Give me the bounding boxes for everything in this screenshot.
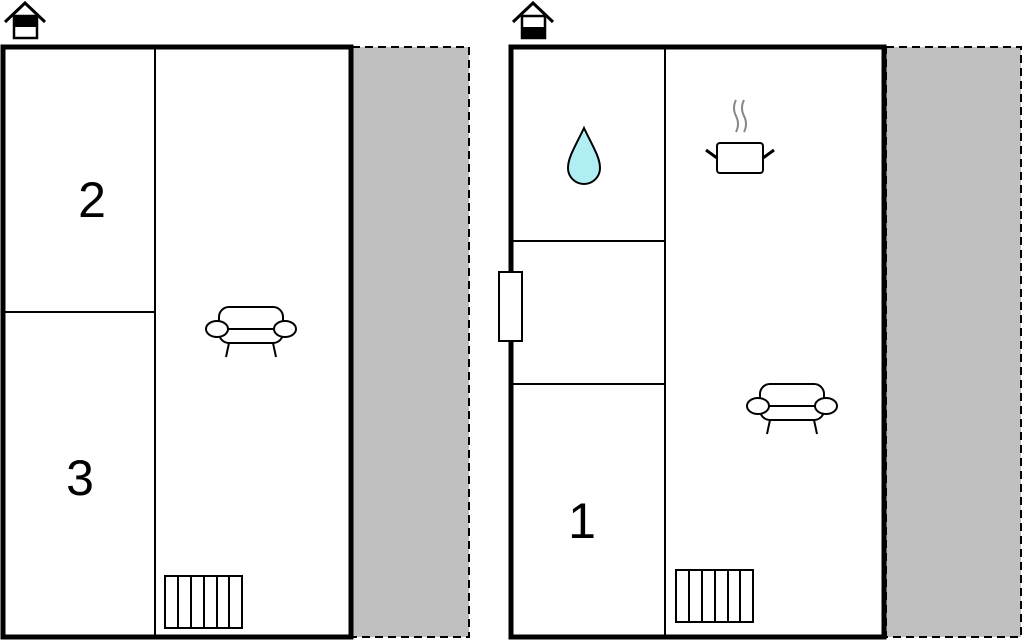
room-label: 2 (78, 172, 106, 228)
room-label: 3 (66, 450, 94, 506)
entrance-door-icon (498, 271, 523, 342)
ground-floor-indicator-icon (511, 0, 555, 40)
terrace-area (351, 46, 470, 638)
cooking-pot-icon (705, 99, 775, 174)
water-drop-icon (566, 125, 602, 185)
upper-floor-outline (0, 44, 354, 640)
terrace-area (885, 46, 1022, 638)
radiator-icon (164, 575, 243, 629)
radiator-icon (675, 569, 754, 623)
room-label: 1 (568, 493, 596, 549)
ground-floor-outline (508, 44, 887, 640)
upper-floor-indicator-icon (3, 0, 47, 40)
